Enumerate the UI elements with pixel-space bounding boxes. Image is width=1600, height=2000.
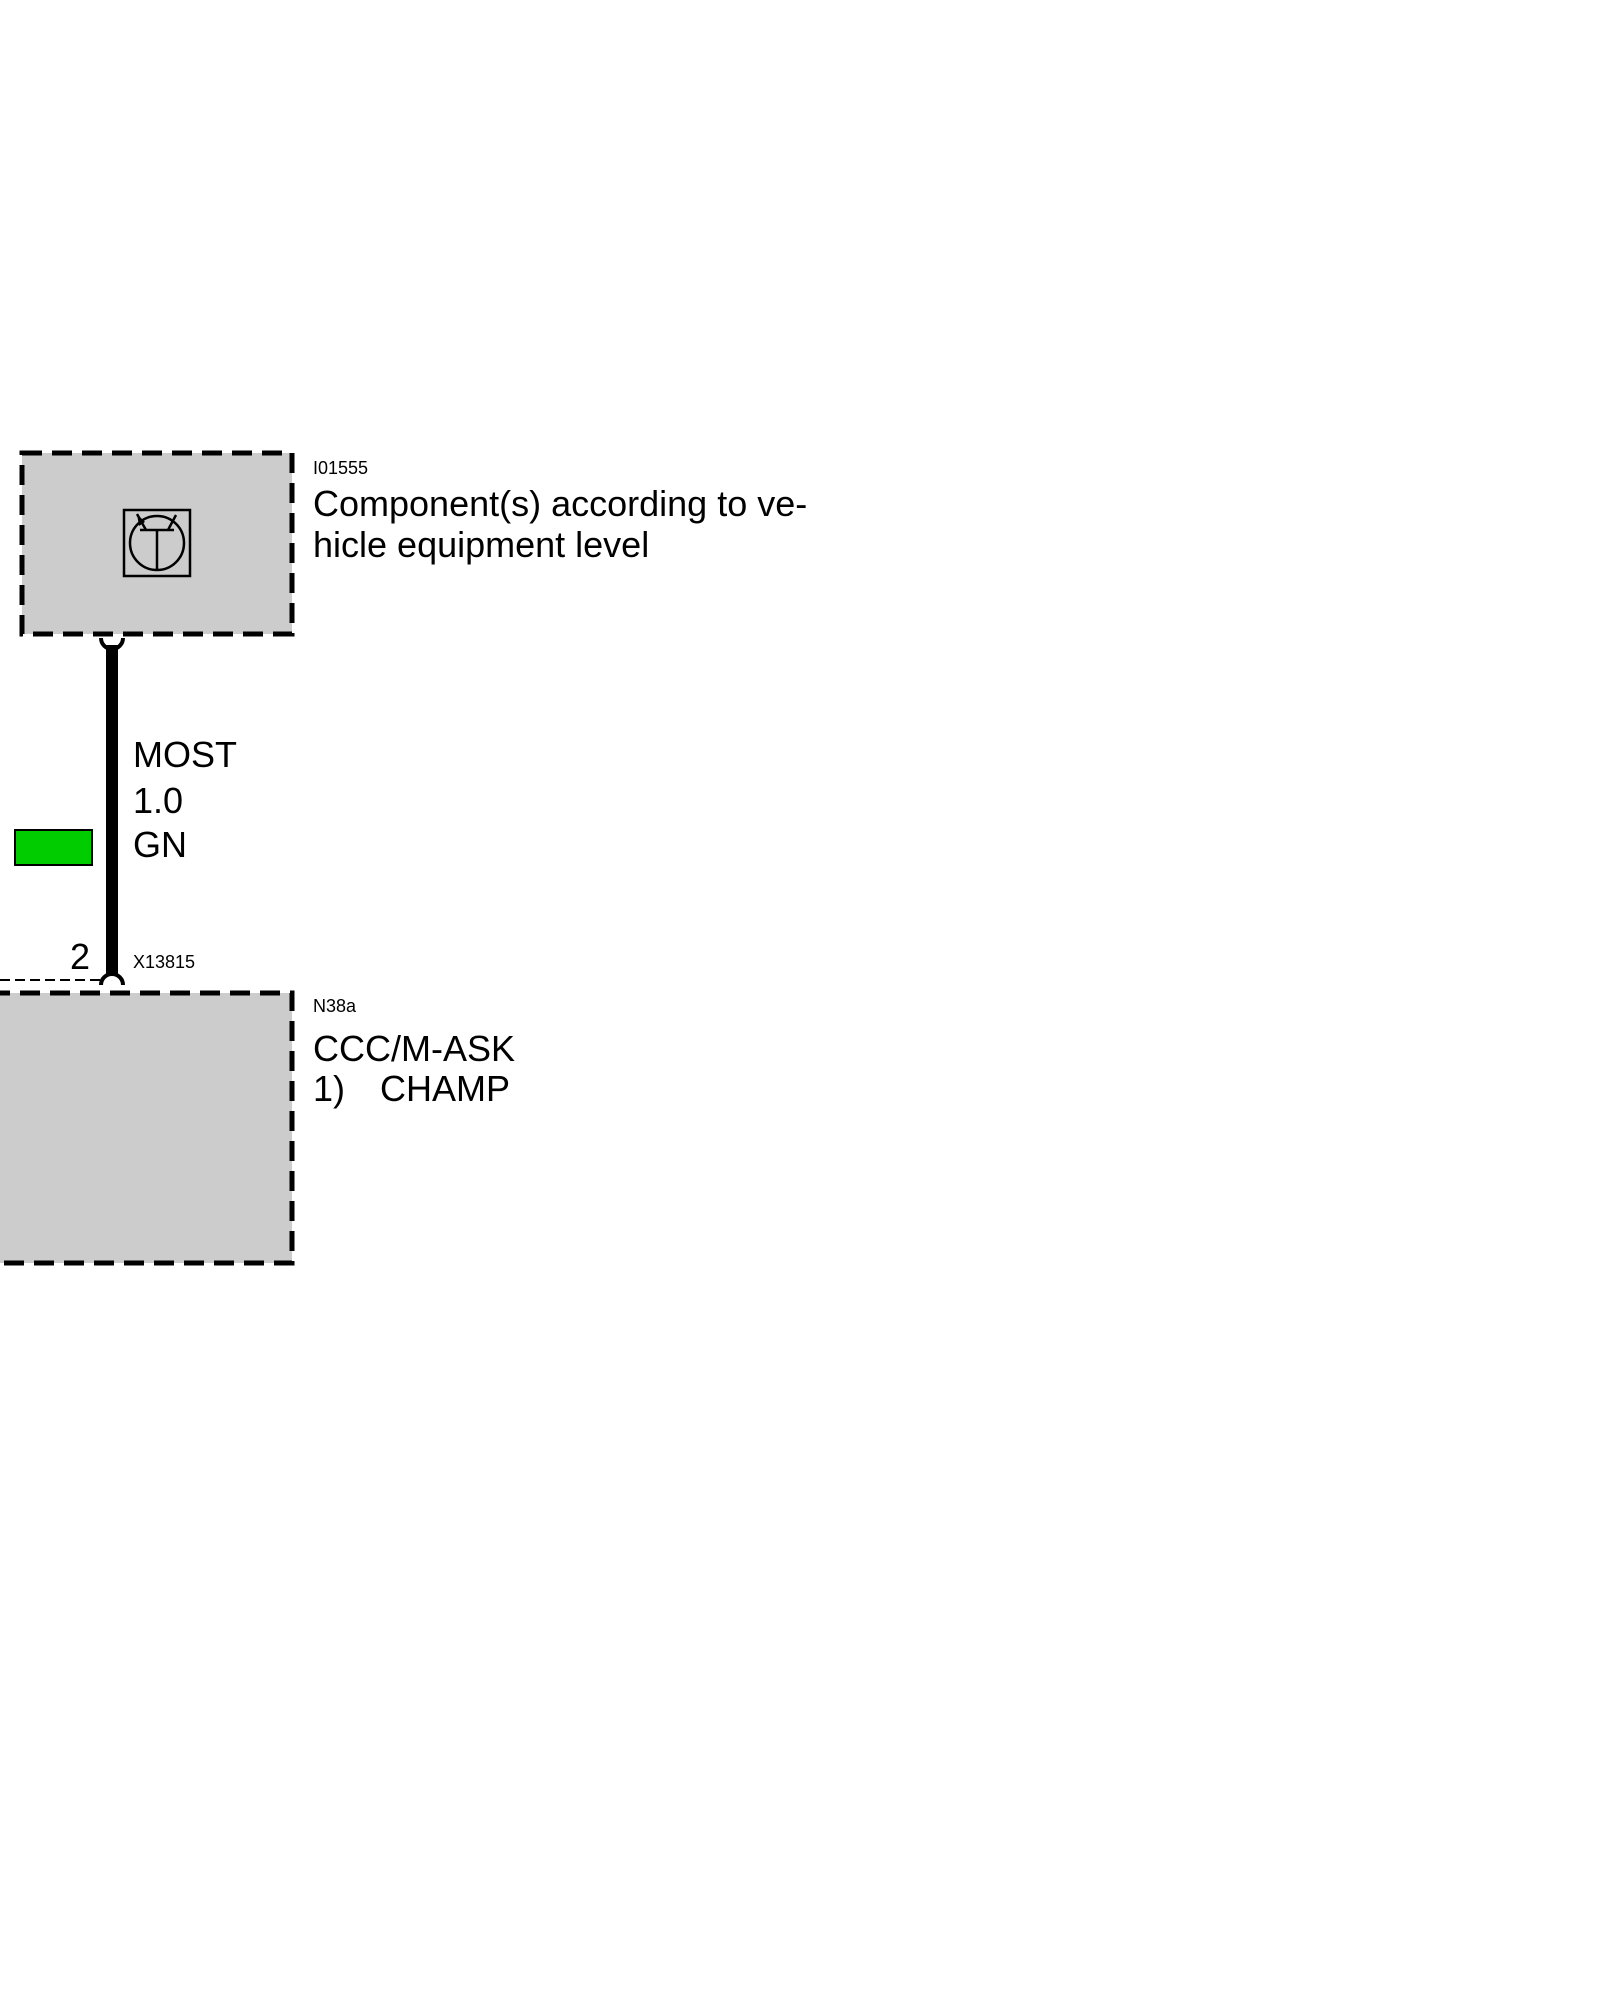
component-bottom-footnote-marker: 1) <box>313 1068 345 1109</box>
wire-cross-section: 1.0 <box>133 780 183 821</box>
component-top-description-line1: Component(s) according to ve- <box>313 483 807 524</box>
wire-color-code: GN <box>133 824 187 865</box>
component-bottom-footnote-text: CHAMP <box>380 1068 510 1109</box>
bottom-connector-socket <box>99 972 125 986</box>
component-bottom-name: CCC/M-ASK <box>313 1028 515 1069</box>
wire-bus-label: MOST <box>133 734 237 775</box>
connector-id: X13815 <box>133 952 195 972</box>
component-top-id: I01555 <box>313 458 368 478</box>
component-bottom-id: N38a <box>313 996 357 1016</box>
component-bottom-box[interactable] <box>0 990 295 1266</box>
connector-pin-number: 2 <box>70 936 90 977</box>
component-top-description-line2: hicle equipment level <box>313 524 649 565</box>
transistor-icon <box>122 508 192 578</box>
wire-color-swatch <box>14 829 93 866</box>
component-top[interactable] <box>19 450 295 637</box>
